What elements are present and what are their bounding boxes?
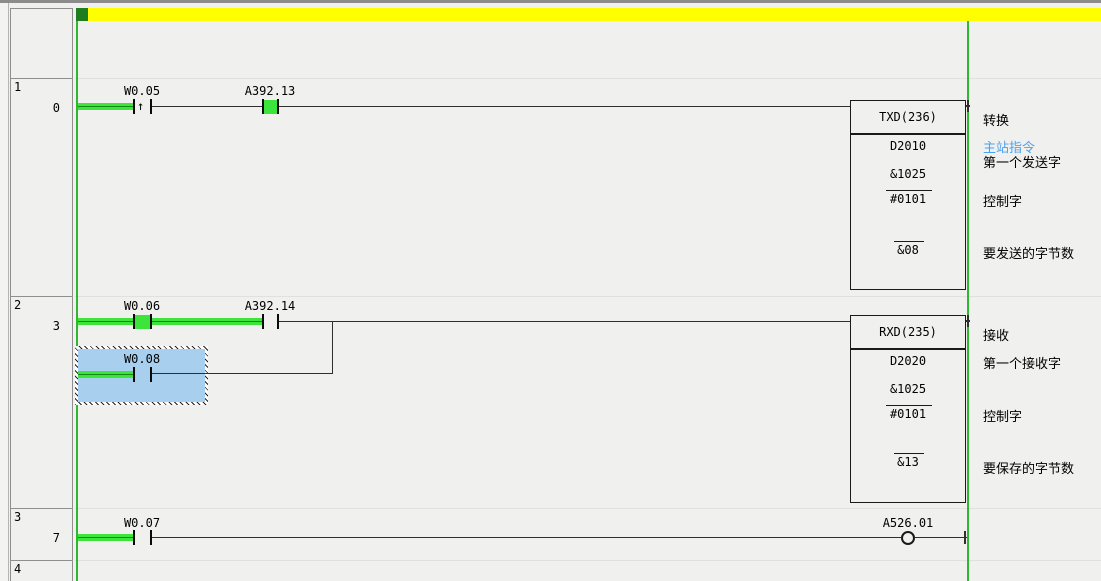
contact-leg <box>133 99 135 114</box>
wire <box>915 537 967 538</box>
left-edge-strip <box>0 3 9 581</box>
rung-separator <box>75 508 1101 509</box>
instruction-title: RXD(235) <box>851 316 965 350</box>
left-power-rail <box>76 21 78 581</box>
contact-leg <box>150 367 152 382</box>
comment-operand: 第一个接收字 <box>983 357 1062 372</box>
rail-tick <box>967 100 969 112</box>
contact-leg <box>133 314 135 329</box>
top-divider <box>0 0 1101 3</box>
comment-instruction: 接收 <box>983 329 1010 344</box>
operand: #0101 <box>889 192 927 206</box>
rung-separator <box>75 296 1101 297</box>
operand: &08 <box>897 243 919 257</box>
rung-number: 3 <box>14 510 22 524</box>
rung-separator <box>75 560 1101 561</box>
comment-operand: 控制字 <box>983 410 1023 425</box>
rung-margin-cell-header[interactable] <box>10 8 73 79</box>
contact-label: W0.06 <box>123 299 161 313</box>
operand: &13 <box>897 455 919 469</box>
contact-leg <box>150 530 152 545</box>
operand-value: &1025 <box>889 382 927 396</box>
contact-leg <box>133 367 135 382</box>
comment-instruction: 转换 <box>983 114 1010 129</box>
operand-overline <box>894 241 924 242</box>
comment-operand: 要保存的字节数 <box>983 462 1075 477</box>
operand-overline <box>886 405 932 406</box>
coil-label: A526.01 <box>882 516 934 530</box>
wire <box>152 537 901 538</box>
operand: D2010 <box>889 139 927 153</box>
operand: D2020 <box>889 354 927 368</box>
contact-leg <box>262 314 264 329</box>
operand-overline <box>894 453 924 454</box>
energized-wire <box>78 371 135 378</box>
contact-label: A392.14 <box>244 299 296 313</box>
rung-margin-cell-1[interactable]: 1 0 <box>10 78 73 297</box>
output-coil-a526-01[interactable] <box>901 531 915 545</box>
rail-tick <box>967 315 969 327</box>
operand-value: &1025 <box>889 167 927 181</box>
rising-edge-icon: ↑ <box>137 99 145 113</box>
contact-label: A392.13 <box>244 84 296 98</box>
contact-leg <box>150 99 152 114</box>
contact-label: W0.07 <box>123 516 161 530</box>
wire <box>279 321 850 322</box>
rung-step-address: 7 <box>52 531 60 545</box>
contact-on-fill <box>264 100 277 114</box>
rung-margin-cell-3[interactable]: 3 7 <box>10 508 73 561</box>
branch-wire <box>152 373 333 374</box>
energized-wire <box>78 103 135 110</box>
branch-wire-vertical <box>332 321 333 374</box>
instruction-block-txd[interactable]: TXD(236) D2010 &1025 #0101 &08 <box>850 100 966 290</box>
operand: #0101 <box>889 407 927 421</box>
instruction-title: TXD(236) <box>851 101 965 135</box>
edit-marker-yellow-bar <box>88 8 1101 21</box>
contact-leg <box>133 530 135 545</box>
wire <box>279 106 850 107</box>
energized-wire <box>152 318 262 325</box>
wire <box>152 106 262 107</box>
comment-operand: 控制字 <box>983 195 1023 210</box>
contact-leg <box>262 99 264 114</box>
contact-on-fill <box>135 315 150 329</box>
rung-step-address: 3 <box>52 319 60 333</box>
contact-leg <box>277 99 279 114</box>
comment-operand: 要发送的字节数 <box>983 247 1075 262</box>
instruction-block-rxd[interactable]: RXD(235) D2020 &1025 #0101 &13 <box>850 315 966 503</box>
comment-operand: 第一个发送字 <box>983 156 1062 171</box>
energized-wire <box>78 534 135 541</box>
rail-tick <box>964 531 966 544</box>
rung-number: 4 <box>14 562 22 576</box>
comment-rung-link: 主站指令 <box>983 141 1036 156</box>
rung-number: 2 <box>14 298 22 312</box>
rung-margin-cell-4[interactable]: 4 <box>10 560 73 581</box>
rung-step-address: 0 <box>52 101 60 115</box>
energized-wire <box>78 318 135 325</box>
contact-leg <box>277 314 279 329</box>
rung-separator <box>75 78 1101 79</box>
contact-label: W0.08 <box>123 352 161 366</box>
contact-leg <box>150 314 152 329</box>
rung-number: 1 <box>14 80 22 94</box>
right-power-rail <box>967 21 969 581</box>
contact-label: W0.05 <box>123 84 161 98</box>
operand-overline <box>886 190 932 191</box>
edit-marker-green-square <box>76 8 88 21</box>
rung-margin-cell-2[interactable]: 2 3 <box>10 296 73 509</box>
contact-w0-08[interactable] <box>120 363 165 388</box>
